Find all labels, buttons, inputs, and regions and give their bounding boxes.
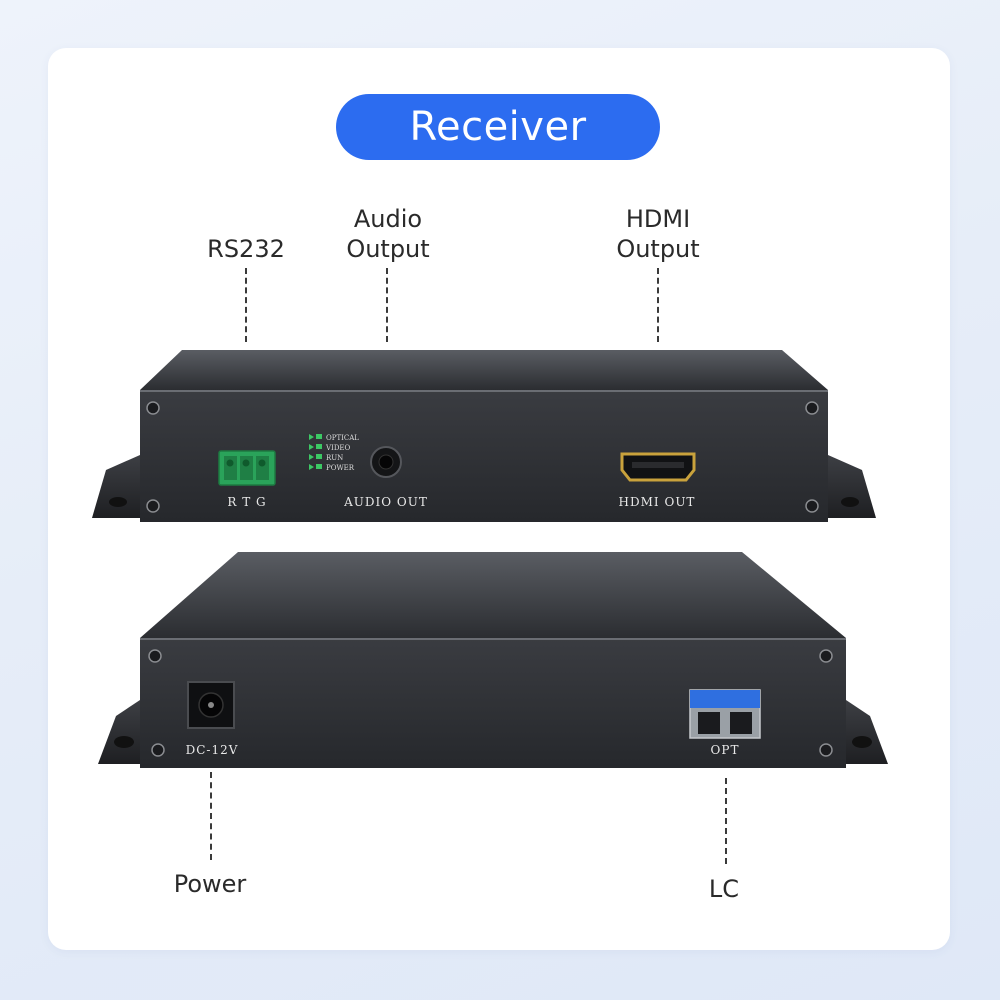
dc-power-jack [187, 681, 235, 729]
audio-out-label: AUDIO OUT [343, 495, 428, 509]
callout-rs232: RS232 [196, 234, 296, 264]
callout-lc: LC [694, 874, 754, 904]
rear-screws [148, 649, 833, 757]
page-title: Receiver [336, 94, 660, 160]
rs232-terminal-block [218, 450, 276, 486]
hdmi-port [620, 452, 696, 482]
rear-left-flange [98, 700, 140, 764]
led-label-video: VIDEO [325, 444, 351, 452]
front-left-flange-hole [109, 497, 127, 507]
callout-power-label: Power [173, 870, 247, 898]
front-unit: R T G OPTICAL VIDEO RUN POWER AUDIO OUT … [92, 350, 876, 522]
callout-audio-output: Audio Output [330, 204, 446, 264]
callout-hdmi-line1: HDMI [625, 205, 691, 233]
front-right-flange-hole [841, 497, 859, 507]
callout-hdmi-line2: Output [616, 235, 700, 263]
callout-audio-line1: Audio [353, 205, 423, 233]
callout-hdmi-output: HDMI Output [600, 204, 716, 264]
front-screws [146, 401, 819, 513]
led-label-power: POWER [326, 464, 355, 472]
opt-label: OPT [711, 743, 740, 757]
callout-audio-line2: Output [346, 235, 430, 263]
leader-line-audio [386, 268, 388, 342]
rear-right-flange [846, 700, 888, 764]
callout-power: Power [160, 869, 260, 899]
front-right-flange [828, 455, 876, 518]
rear-right-flange-hole [852, 736, 872, 748]
leader-line-rs232 [245, 268, 247, 342]
callout-lc-label: LC [708, 875, 740, 903]
rear-left-flange-hole [114, 736, 134, 748]
callout-rs232-label: RS232 [207, 235, 285, 263]
rear-unit: DC-12V OPT [98, 552, 888, 768]
dc-12v-label: DC-12V [186, 743, 239, 757]
status-leds [309, 434, 322, 470]
front-left-flange [92, 455, 140, 518]
leader-line-hdmi [657, 268, 659, 342]
leader-line-lc [725, 778, 727, 864]
hdmi-out-label: HDMI OUT [619, 495, 696, 509]
rs232-pin-label: R T G [227, 495, 266, 509]
leader-line-power [210, 772, 212, 860]
audio-jack [370, 446, 402, 478]
led-label-run: RUN [326, 454, 343, 462]
rear-unit-top [140, 552, 846, 638]
led-label-optical: OPTICAL [326, 434, 359, 442]
front-unit-top [140, 350, 828, 390]
sfp-lc-port [689, 689, 761, 739]
